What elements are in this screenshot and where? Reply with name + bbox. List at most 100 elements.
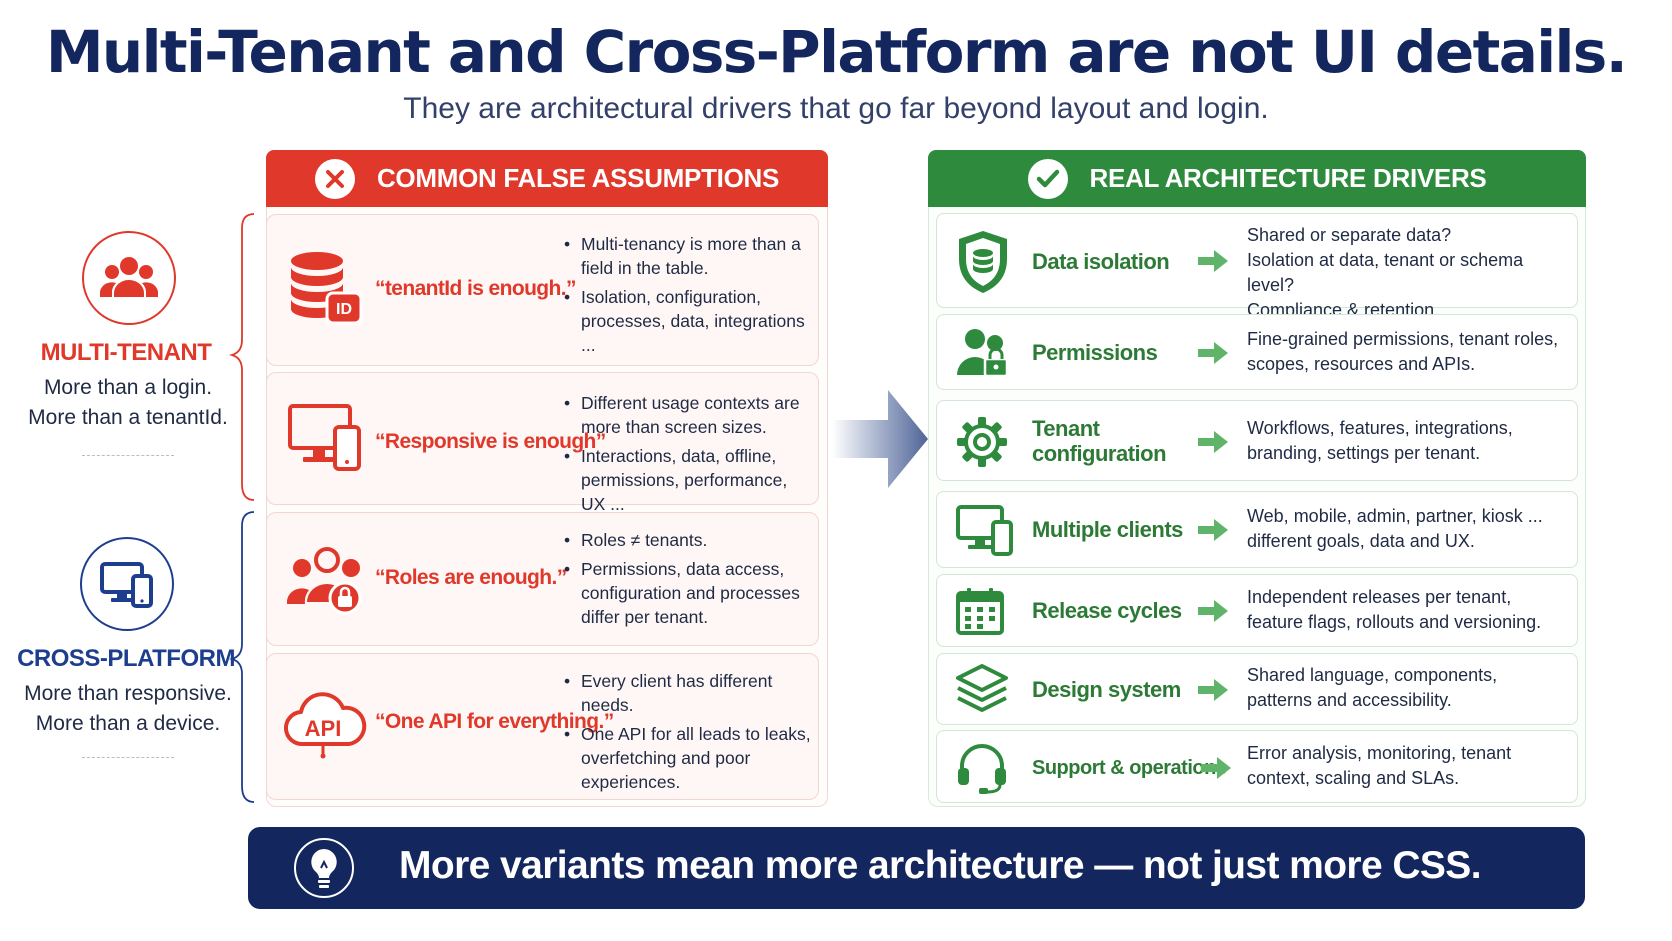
bullet-item: Permissions, data access, configuration … xyxy=(564,557,816,629)
bullet-item: One API for all leads to leaks, overfetc… xyxy=(564,722,816,794)
assumptions-header: COMMON FALSE ASSUMPTIONS xyxy=(266,150,828,207)
lightbulb-icon xyxy=(294,838,354,898)
arrow-right-icon xyxy=(1198,519,1228,541)
driver-label: Multiple clients xyxy=(1032,517,1183,542)
driver-line: Error analysis, monitoring, tenant xyxy=(1247,743,1512,763)
driver-line: Web, mobile, admin, partner, kiosk ... xyxy=(1247,506,1543,526)
svg-text:API: API xyxy=(305,716,342,741)
driver-description: Independent releases per tenant, feature… xyxy=(1247,585,1573,635)
arrow-right-icon xyxy=(1198,679,1228,701)
bullet-item: Different usage contexts are more than s… xyxy=(564,391,816,439)
svg-text:ID: ID xyxy=(336,301,352,318)
assumption-quote: “tenantId is enough.” xyxy=(375,277,577,300)
bullet-item: Every client has different needs. xyxy=(564,669,816,717)
driver-line: Workflows, features, integrations, xyxy=(1247,418,1513,438)
brace-cross-platform xyxy=(228,511,255,803)
page-subtitle: They are architectural drivers that go f… xyxy=(403,92,1269,125)
driver-line: Isolation at data, tenant or schema leve… xyxy=(1247,250,1524,295)
driver-label: Data isolation xyxy=(1032,249,1170,274)
shield-database-icon xyxy=(955,229,1011,300)
assumption-card: “Roles are enough.” Roles ≠ tenants. Per… xyxy=(266,512,819,646)
drivers-header: REAL ARCHITECTURE DRIVERS xyxy=(928,150,1586,207)
driver-row: Permissions Fine-grained permissions, te… xyxy=(936,314,1578,390)
divider xyxy=(82,455,174,456)
page-title: Multi-Tenant and Cross-Platform are not … xyxy=(45,18,1628,86)
multi-tenant-description: More than a login. More than a tenantId. xyxy=(3,373,253,433)
driver-label: Release cycles xyxy=(1032,598,1182,623)
bullet-item: Interactions, data, offline, permissions… xyxy=(564,444,816,516)
assumption-bullets: Every client has different needs. One AP… xyxy=(564,669,816,799)
driver-row: Support & operations Error analysis, mon… xyxy=(936,730,1578,803)
cross-platform-description: More than responsive. More than a device… xyxy=(3,679,253,739)
driver-line: scopes, resources and APIs. xyxy=(1247,354,1476,374)
driver-description: Shared or separate data? Isolation at da… xyxy=(1247,223,1573,323)
multi-tenant-line-2: More than a tenantId. xyxy=(28,406,228,429)
assumption-quote: “One API for everything.” xyxy=(375,710,614,733)
driver-row: Multiple clients Web, mobile, admin, par… xyxy=(936,491,1578,568)
layers-icon xyxy=(955,663,1009,720)
driver-line: Shared language, components, xyxy=(1247,665,1498,685)
driver-row: Design system Shared language, component… xyxy=(936,653,1578,725)
driver-row: Data isolation Shared or separate data? … xyxy=(936,213,1578,320)
driver-description: Web, mobile, admin, partner, kiosk ... d… xyxy=(1247,504,1573,554)
divider xyxy=(82,757,174,758)
driver-description: Error analysis, monitoring, tenant conte… xyxy=(1247,741,1573,791)
driver-label: Design system xyxy=(1032,677,1181,702)
arrow-right-icon xyxy=(1198,431,1228,453)
api-cloud-icon: API xyxy=(283,690,367,765)
brace-multi-tenant xyxy=(228,213,255,501)
cross-platform-line-1: More than responsive. xyxy=(24,682,232,705)
driver-line: different goals, data and UX. xyxy=(1247,531,1475,551)
conclusion-text: More variants mean more architecture — n… xyxy=(399,844,1482,887)
monitor-phone-icon xyxy=(80,537,174,631)
assumption-card: API “One API for everything.” Every clie… xyxy=(266,653,819,800)
assumptions-heading: COMMON FALSE ASSUMPTIONS xyxy=(376,163,780,193)
assumption-quote: “Roles are enough.” xyxy=(375,566,567,589)
users-lock-icon xyxy=(286,546,367,621)
assumption-card: “Responsive is enough” Different usage c… xyxy=(266,372,819,514)
monitor-phone-icon xyxy=(287,403,363,478)
assumption-quote: “Responsive is enough” xyxy=(375,430,606,453)
arrow-right-icon xyxy=(1201,757,1231,779)
drivers-heading: REAL ARCHITECTURE DRIVERS xyxy=(1089,163,1487,193)
arrow-right-icon xyxy=(1198,250,1228,272)
users-lock-icon xyxy=(955,327,1011,384)
assumption-card: ID “tenantId is enough.” Multi-tenancy i… xyxy=(266,214,819,366)
driver-label: Support & operations xyxy=(1032,757,1227,779)
multi-tenant-line-1: More than a login. xyxy=(43,376,213,399)
driver-line: feature flags, rollouts and versioning. xyxy=(1247,612,1542,632)
driver-line: Shared or separate data? xyxy=(1247,225,1452,245)
close-icon xyxy=(314,158,355,199)
users-icon xyxy=(82,231,176,325)
conclusion-banner: More variants mean more architecture — n… xyxy=(248,827,1585,909)
cross-platform-line-2: More than a device. xyxy=(35,712,221,735)
database-id-icon: ID xyxy=(289,251,365,332)
assumption-bullets: Roles ≠ tenants. Permissions, data acces… xyxy=(564,528,816,634)
assumption-bullets: Multi-tenancy is more than a field in th… xyxy=(564,232,816,362)
bullet-item: Isolation, configuration, processes, dat… xyxy=(564,285,816,357)
bullet-item: Multi-tenancy is more than a field in th… xyxy=(564,232,816,280)
multi-tenant-title: MULTI-TENANT xyxy=(40,339,212,366)
driver-label: Permissions xyxy=(1032,340,1158,365)
driver-description: Workflows, features, integrations, brand… xyxy=(1247,416,1573,466)
driver-line: patterns and accessibility. xyxy=(1247,690,1452,710)
arrow-right-icon xyxy=(1198,342,1228,364)
driver-line: Fine-grained permissions, tenant roles, xyxy=(1247,329,1559,349)
driver-description: Shared language, components, patterns an… xyxy=(1247,663,1573,713)
bullet-item: Roles ≠ tenants. xyxy=(564,528,816,552)
calendar-icon xyxy=(955,586,1005,641)
driver-line: context, scaling and SLAs. xyxy=(1247,768,1460,788)
assumption-bullets: Different usage contexts are more than s… xyxy=(564,391,816,521)
driver-label: Tenant configuration xyxy=(1032,416,1167,466)
headset-icon xyxy=(955,741,1009,800)
driver-line: branding, settings per tenant. xyxy=(1247,443,1481,463)
gear-icon xyxy=(955,415,1009,474)
driver-line: Independent releases per tenant, xyxy=(1247,587,1512,607)
checkmark-icon xyxy=(1027,158,1068,199)
driver-row: Tenant configuration Workflows, features… xyxy=(936,400,1578,481)
monitor-phone-icon xyxy=(955,504,1013,561)
arrow-right-icon xyxy=(1198,600,1228,622)
driver-row: Release cycles Independent releases per … xyxy=(936,574,1578,647)
cross-platform-title: CROSS-PLATFORM xyxy=(17,645,235,672)
driver-description: Fine-grained permissions, tenant roles, … xyxy=(1247,327,1573,377)
